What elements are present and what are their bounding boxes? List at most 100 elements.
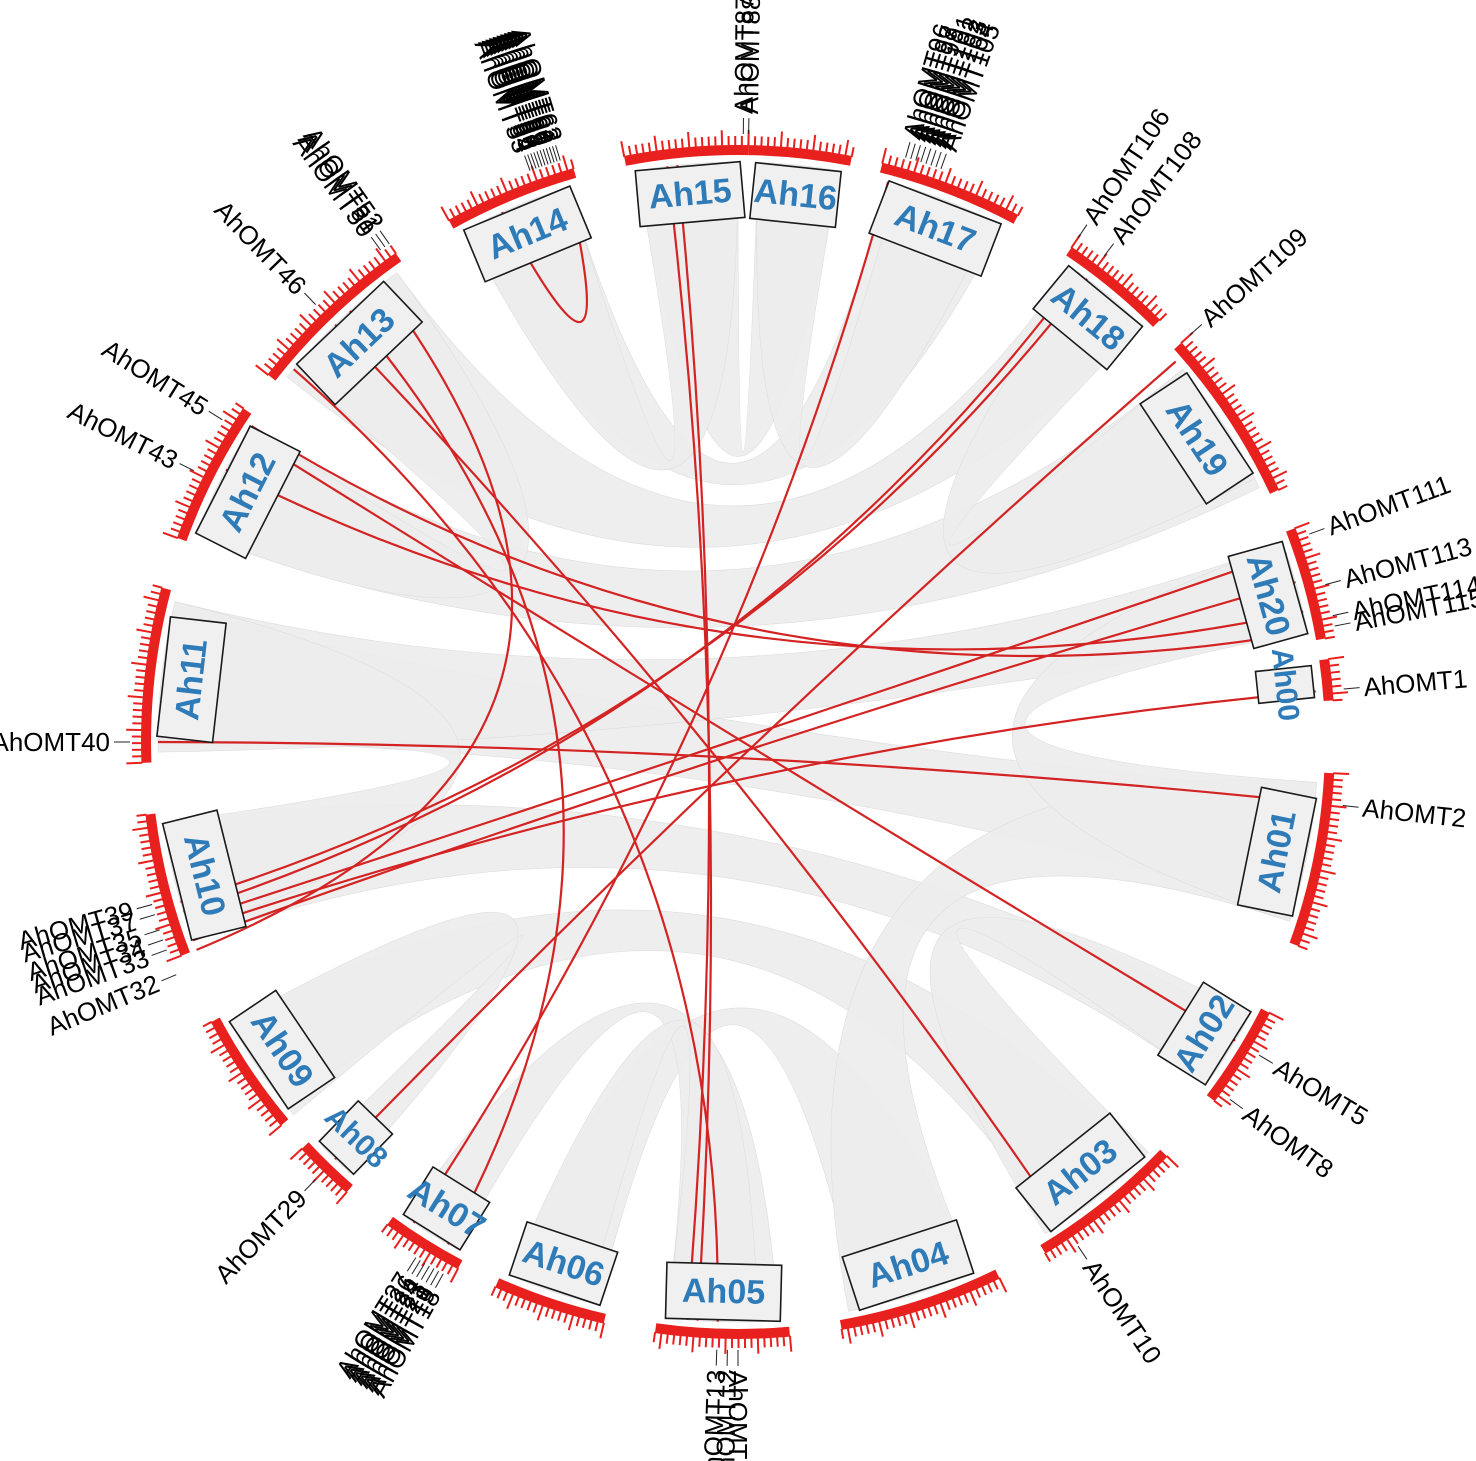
gene-tick [1189,324,1203,336]
scale-tick [1304,552,1321,560]
scale-tick [152,584,163,589]
gene-tick [161,974,177,982]
scale-tick [325,1178,334,1188]
scale-tick [1016,206,1024,217]
label-box [295,280,424,406]
scale-tick [1306,920,1317,925]
scale-tick [545,166,551,178]
scale-tick [766,136,770,147]
label-box [194,425,302,560]
scale-tick [1217,382,1227,390]
scale-tick [865,1323,870,1334]
duplication-link [180,278,1088,903]
chromosome-box-ah16: Ah16 [748,161,843,229]
scale-tick [496,1288,503,1299]
chromosome-band-ah12 [177,408,252,542]
scale-tick [1135,290,1144,300]
gene-tick [555,145,561,161]
duplication-link [196,284,514,951]
chromosome-box-ah15: Ah15 [634,160,746,228]
scale-tick [1011,203,1018,214]
scale-tick [756,1337,760,1354]
scale-tick [992,1280,999,1290]
scale-tick [969,1290,978,1307]
gene-tick [420,1265,430,1280]
scale-tick [276,347,286,356]
scale-tick [1166,1155,1179,1168]
gene-tick [545,148,552,164]
scale-tick [441,1261,448,1272]
scale-tick [563,1312,569,1323]
scale-tick [620,141,626,158]
scale-tick [526,173,532,184]
scale-tick [665,1333,669,1344]
scale-tick [1312,579,1323,584]
scale-tick [514,178,520,189]
chromosome-band-ah00 [1319,658,1334,702]
scale-tick [1103,1211,1111,1221]
scale-tick [222,1055,232,1063]
scale-tick [837,144,842,155]
duplication-link [412,181,890,1224]
scale-tick [776,1336,779,1347]
chromosome-box-ah13: Ah13 [295,280,424,406]
scale-tick [147,603,158,608]
scale-tick [389,245,397,255]
scale-tick [407,1241,415,1252]
gene-tick [1343,687,1360,690]
gene-tick [1309,528,1325,535]
chromosome-band-ah05 [654,1323,791,1339]
scale-tick [386,1227,394,1237]
scale-tick [1221,1089,1231,1097]
scale-tick [155,923,171,931]
scale-tick [264,1114,274,1122]
scale-tick [167,942,178,948]
chromosome-band-ah04 [839,1269,1000,1330]
scale-tick [975,1288,981,1298]
scale-tick [840,1328,845,1339]
scale-tick [508,180,514,191]
scale-tick [137,859,155,865]
scale-tick [1302,548,1313,554]
scale-tick [921,1308,927,1319]
scale-tick [1060,1242,1068,1252]
scale-tick [999,197,1006,208]
scale-tick [1253,437,1264,445]
scale-tick [769,1337,773,1348]
scale-tick [957,1295,963,1306]
scale-tick [127,695,144,699]
scale-tick [881,147,888,164]
scale-tick [150,590,161,596]
label-box [462,185,593,283]
scale-tick [260,1109,270,1117]
scale-tick [1246,426,1257,434]
scale-tick [136,628,153,634]
scale-tick [137,655,149,660]
scale-tick [1055,1245,1063,1256]
scale-tick [141,846,152,851]
gene-tick [1258,1054,1274,1064]
scale-tick [139,642,151,647]
scale-tick [1316,597,1328,603]
scale-tick [289,332,299,341]
scale-tick [685,1335,689,1346]
scale-tick [1082,1227,1090,1237]
chromosome-box-ah10: Ah10 [161,809,247,942]
label-box [156,616,227,744]
chromosome-band-ah02 [1206,1008,1270,1102]
scale-tick [263,362,274,371]
scale-tick [142,852,153,857]
scale-tick [1327,830,1338,835]
gene-tick [524,155,531,171]
scale-tick [217,430,227,438]
scale-tick [203,454,214,461]
scale-tick [1137,1182,1147,1192]
scale-tick [177,508,188,515]
gene-tick [370,236,382,251]
scale-tick [137,820,148,824]
scale-tick [538,169,544,180]
scale-tick [1232,403,1243,412]
scale-tick [212,1038,222,1045]
scale-tick [175,514,186,521]
scale-tick [205,439,220,449]
